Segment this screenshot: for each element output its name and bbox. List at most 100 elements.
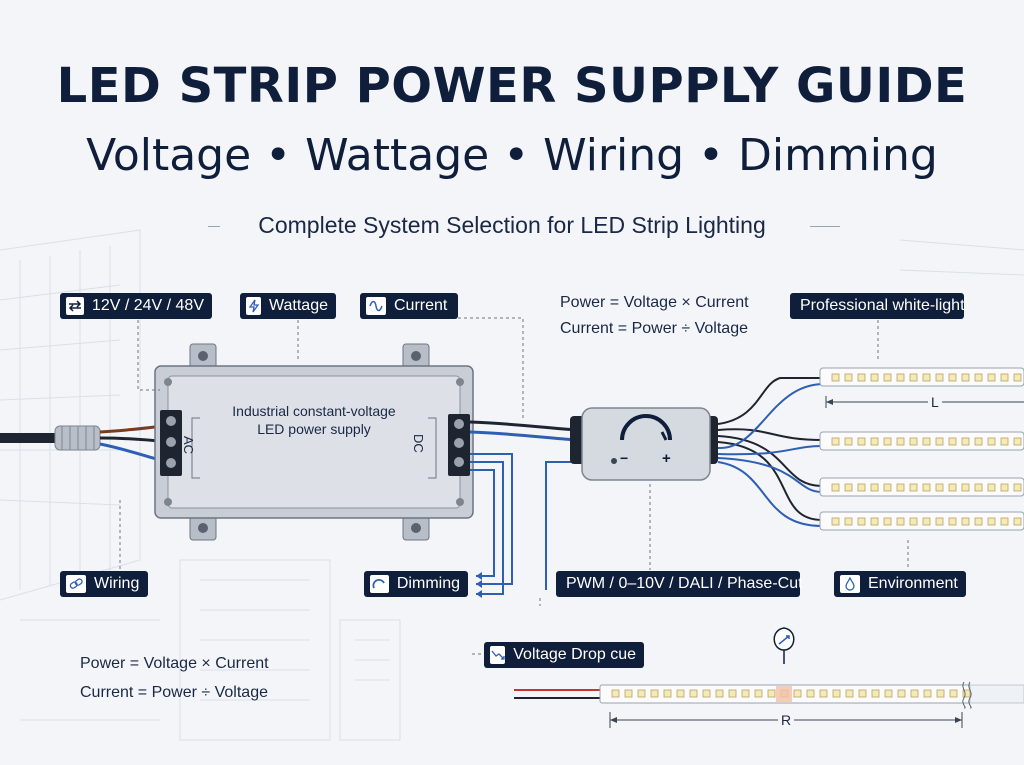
led-chip (650, 689, 659, 698)
led-chip (948, 517, 957, 526)
led-chip (948, 373, 957, 382)
led-chip (844, 373, 853, 382)
led-chip (1000, 483, 1009, 492)
led-chip (844, 517, 853, 526)
led-chip (845, 689, 854, 698)
led-chip (741, 689, 750, 698)
psu-description: Industrial constant-voltage LED power su… (206, 402, 422, 438)
led-chip (689, 689, 698, 698)
led-chip (909, 517, 918, 526)
led-chip (936, 689, 945, 698)
led-chip (974, 517, 983, 526)
dial-icon (370, 575, 389, 593)
voltage-label: 12V / 24V / 48V (60, 293, 212, 319)
page-title: LED STRIP POWER SUPPLY GUIDE (56, 58, 968, 114)
psu-dc-label: DC (411, 434, 426, 453)
led-chip (1013, 437, 1022, 446)
dimming-label-text: Dimming (396, 575, 460, 592)
formula-power-bottom: Power = Voltage × Current (80, 655, 269, 672)
formula-power-top: Power = Voltage × Current (560, 294, 749, 311)
professional-label: Professional white-light (790, 293, 965, 319)
led-chip (858, 689, 867, 698)
led-chip (870, 437, 879, 446)
psu-line-1: Industrial constant-voltage (232, 403, 396, 419)
led-chip (910, 689, 919, 698)
psu-ac-label: AC (181, 436, 196, 455)
led-chip (715, 689, 724, 698)
led-chip (702, 689, 711, 698)
led-chip (857, 373, 866, 382)
led-chip (857, 437, 866, 446)
led-chip (767, 689, 776, 698)
led-chip (611, 689, 620, 698)
tagline-rule-left (208, 226, 220, 227)
led-chip (987, 517, 996, 526)
led-chip (922, 517, 931, 526)
formula-current-bottom: Current = Power ÷ Voltage (80, 684, 268, 701)
voltage-drop-label: Voltage Drop cue (484, 642, 644, 668)
led-chip (896, 437, 905, 446)
led-chip (974, 437, 983, 446)
led-chip (806, 689, 815, 698)
drop-arrow-icon (490, 646, 506, 664)
led-chip (728, 689, 737, 698)
voltage-drop-label-text: Voltage Drop cue (513, 646, 636, 663)
led-chip (974, 373, 983, 382)
led-chip (871, 689, 880, 698)
dimmer-minus: − (620, 450, 629, 466)
led-chip (793, 689, 802, 698)
led-chip (935, 373, 944, 382)
led-chip (831, 437, 840, 446)
environment-label-text: Environment (868, 575, 958, 592)
led-chip (896, 483, 905, 492)
led-chip (948, 483, 957, 492)
led-chip (883, 517, 892, 526)
dimmer-plus: + (662, 450, 671, 467)
led-chip (754, 689, 763, 698)
dimming-methods-label: PWM / 0–10V / DALI / Phase-Cut (556, 571, 803, 597)
led-chip (844, 483, 853, 492)
led-chip (922, 373, 931, 382)
led-chip (663, 689, 672, 698)
led-chip (832, 689, 841, 698)
led-chip (1000, 437, 1009, 446)
dimension-r: R (778, 712, 795, 728)
led-chip (883, 437, 892, 446)
led-chip (987, 373, 996, 382)
led-chip (935, 483, 944, 492)
led-chip (909, 373, 918, 382)
droplet-icon (840, 575, 860, 593)
led-chip (897, 689, 906, 698)
dimension-l: L (928, 394, 942, 410)
led-chip (1013, 373, 1022, 382)
led-chip (1000, 373, 1009, 382)
led-chip (922, 483, 931, 492)
led-chip (1000, 517, 1009, 526)
dimming-label: Dimming (364, 571, 468, 597)
environment-label: Environment (834, 571, 966, 597)
led-chip (884, 689, 893, 698)
lightning-icon (246, 297, 261, 315)
current-label-text: Current (394, 297, 448, 314)
led-chip (949, 689, 958, 698)
led-chip (923, 689, 932, 698)
led-chip (819, 689, 828, 698)
led-chip (948, 437, 957, 446)
current-label: Current (360, 293, 458, 319)
led-chip (676, 689, 685, 698)
wiring-label-text: Wiring (94, 575, 140, 592)
led-chip (987, 437, 996, 446)
led-chip (857, 483, 866, 492)
dimming-methods-text: PWM / 0–10V / DALI / Phase-Cut (566, 575, 803, 592)
sine-wave-icon (366, 297, 386, 315)
led-chip (935, 437, 944, 446)
arrows-swap-icon (66, 297, 84, 315)
led-chip (637, 689, 646, 698)
led-chip (896, 517, 905, 526)
led-chip (624, 689, 633, 698)
led-chip (870, 483, 879, 492)
led-chip (883, 373, 892, 382)
wattage-label: Wattage (240, 293, 336, 319)
psu-line-2: LED power supply (257, 421, 371, 437)
